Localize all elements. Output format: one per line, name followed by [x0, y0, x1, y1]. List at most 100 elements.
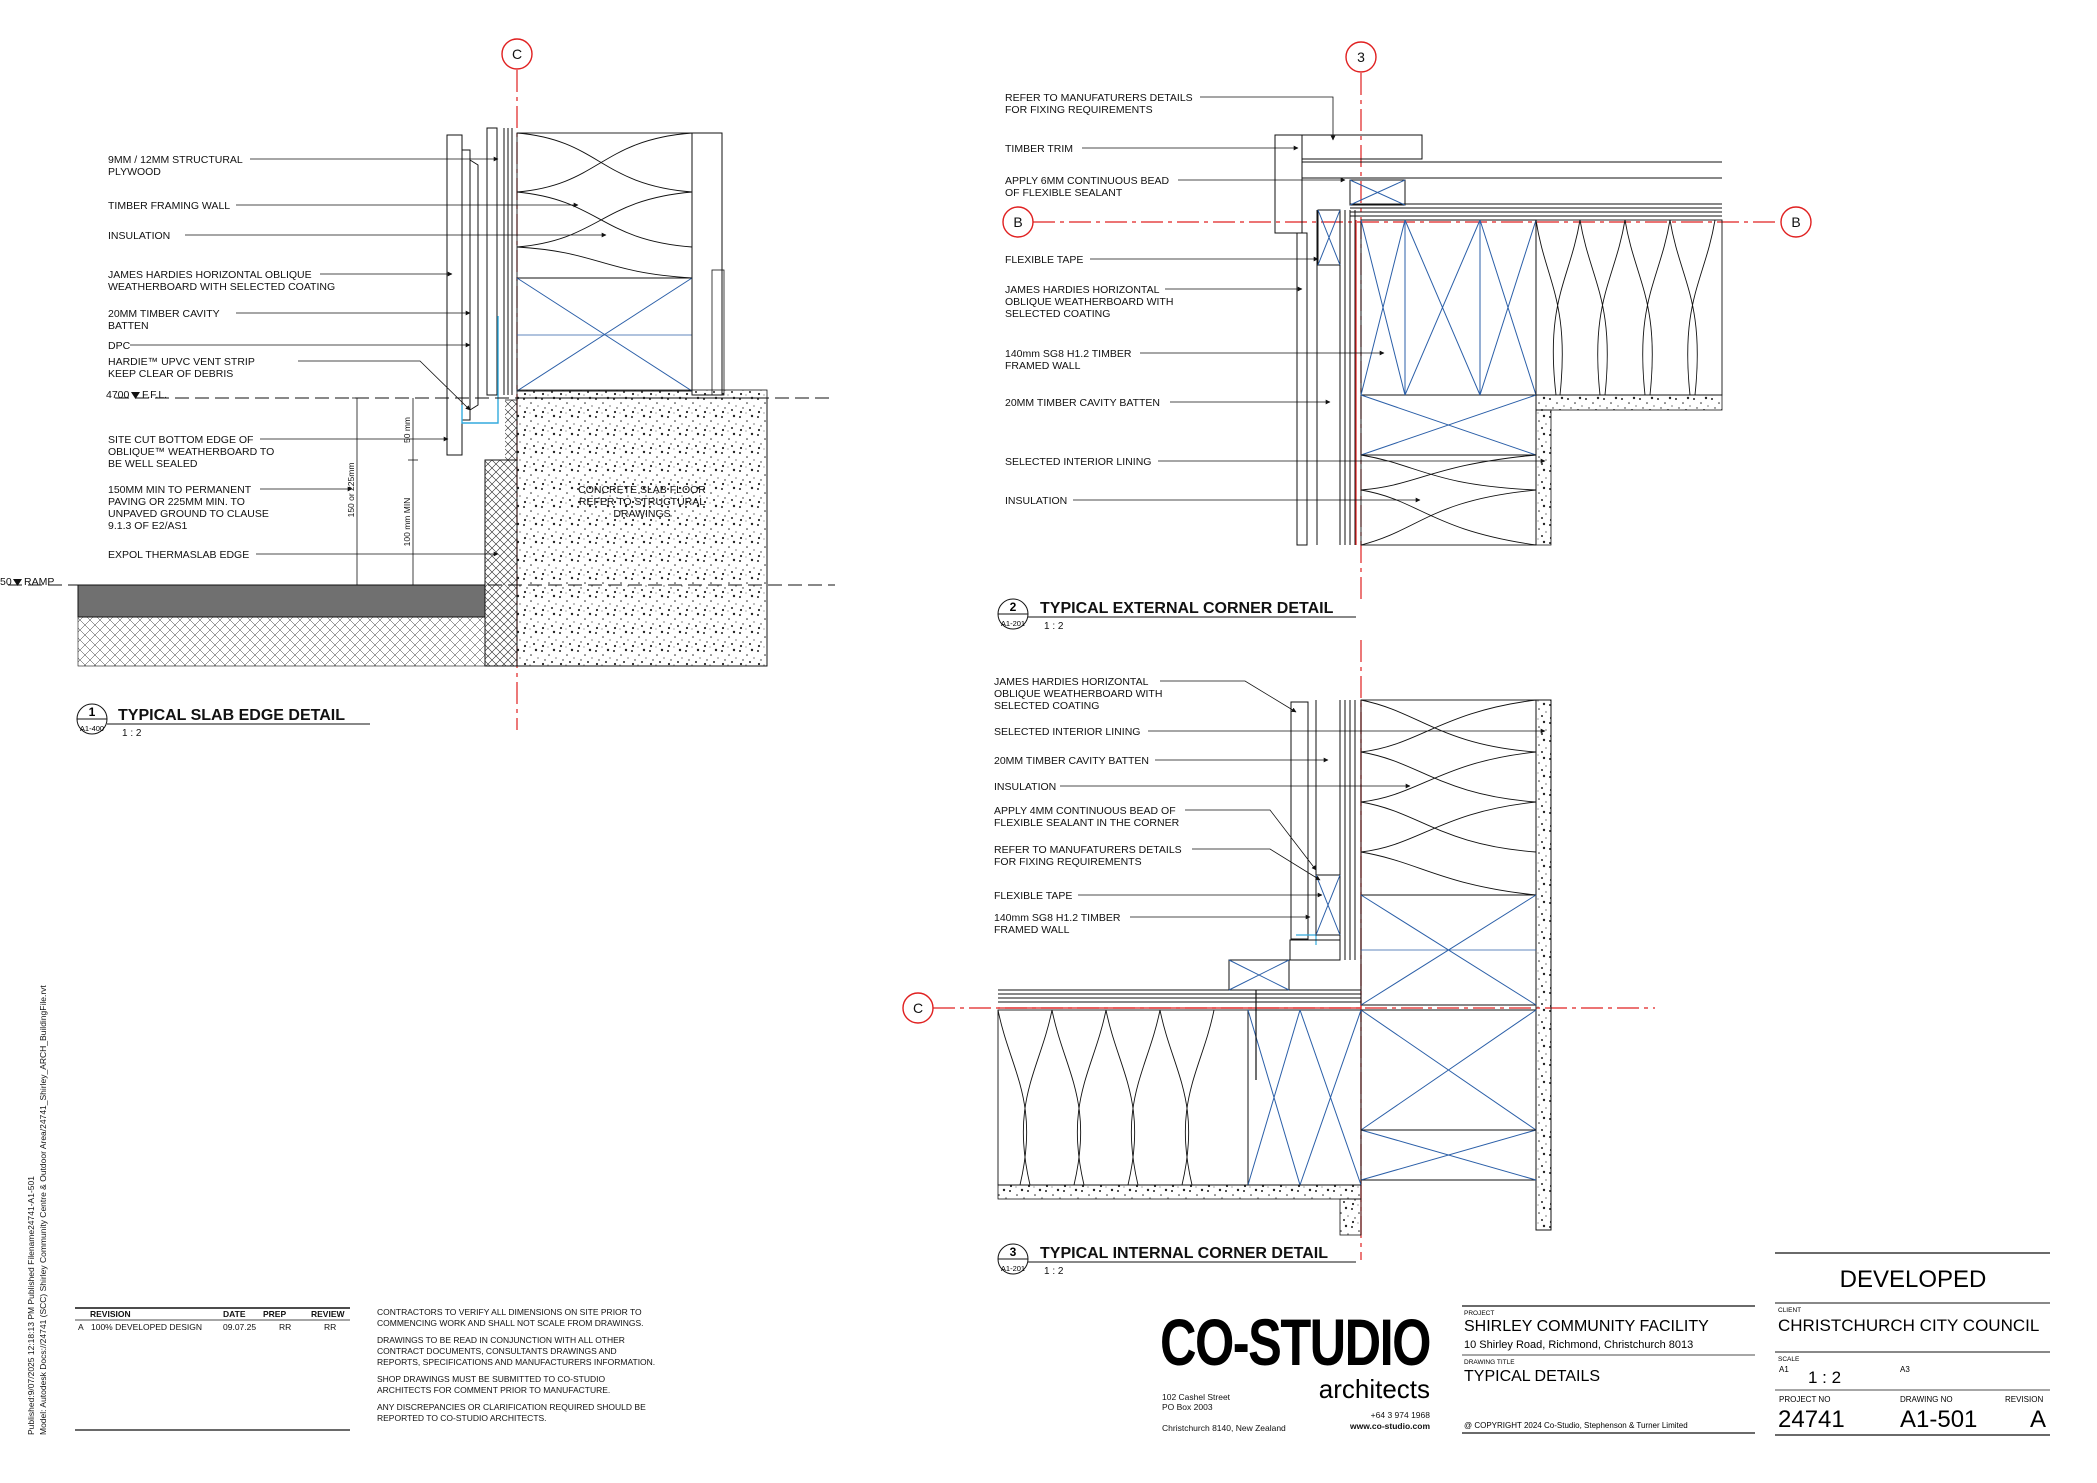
internal-insulation-upper	[1360, 699, 1537, 896]
general-notes: CONTRACTORS TO VERIFY ALL DIMENSIONS ON …	[377, 1307, 655, 1423]
status-developed: DEVELOPED	[1840, 1266, 1987, 1293]
detail2-sheet-ref: A1-201	[1001, 619, 1025, 628]
scale-label: SCALE	[1778, 1356, 1800, 1363]
detail-internal-corner: C	[902, 640, 1655, 1277]
label-refer-manufacturers-1: REFER TO MANUFATURERS DETAILS	[1005, 92, 1193, 104]
note-line: CONTRACT DOCUMENTS, CONSULTANTS DRAWINGS…	[377, 1346, 617, 1356]
title-block: Published:9/07/2025 12:18:13 PM Publishe…	[26, 985, 2050, 1436]
project-no-label: PROJECT NO	[1779, 1395, 1830, 1404]
slab-note-2: REFER TO STRUCTURAL	[579, 496, 705, 508]
detail1-title: 1 A1-400 TYPICAL SLAB EDGE DETAIL 1 : 2	[76, 703, 370, 739]
rev-header-revision: REVISION	[90, 1309, 131, 1319]
label-refer-manufacturers-2: FOR FIXING REQUIREMENTS	[1005, 104, 1153, 116]
label-batten-1: 20MM TIMBER CAVITY	[108, 308, 220, 320]
firm-web: www.co-studio.com	[1349, 1421, 1430, 1431]
label-weatherboard-2: WEATHERBOARD WITH SELECTED COATING	[108, 281, 335, 293]
label-plywood-1: 9MM / 12MM STRUCTURAL	[108, 154, 243, 166]
dim-150: 150 or 225mm	[346, 463, 356, 518]
label-sitecut-2: OBLIQUE™ WEATHERBOARD TO	[108, 446, 274, 458]
label-timber-framing: TIMBER FRAMING WALL	[108, 200, 230, 212]
revision-letter: A	[2030, 1406, 2046, 1433]
label-sealant-1: APPLY 4MM CONTINUOUS BEAD OF	[994, 805, 1176, 817]
detail1-number: 1	[89, 705, 96, 719]
grid-ref-c-lower: C	[913, 1000, 923, 1016]
firm-address-2: PO Box 2003	[1162, 1402, 1213, 1412]
label-sealant-2: FLEXIBLE SEALANT IN THE CORNER	[994, 817, 1180, 829]
published-line-1: Published:9/07/2025 12:18:13 PM Publishe…	[26, 1176, 36, 1435]
rev-header-date: DATE	[223, 1309, 246, 1319]
revision-table: REVISION DATE PREP REVIEW A 100% DEVELOP…	[75, 1307, 350, 1431]
grid-bubble-b-left	[1002, 206, 1034, 238]
label-cavity-batten: 20MM TIMBER CAVITY BATTEN	[994, 755, 1149, 767]
label-weatherboard-1: JAMES HARDIES HORIZONTAL OBLIQUE	[108, 269, 312, 281]
timber-trim	[1301, 134, 1423, 160]
note-line: REPORTS, SPECIFICATIONS AND MANUFACTURER…	[377, 1357, 655, 1367]
label-sitecut-3: BE WELL SEALED	[108, 458, 198, 470]
detail2-labels: REFER TO MANUFATURERS DETAILS FOR FIXING…	[1005, 92, 1546, 507]
scale-size: A1	[1779, 1365, 1789, 1374]
concrete-slab	[516, 397, 768, 667]
client-name: CHRISTCHURCH CITY COUNCIL	[1778, 1316, 2039, 1335]
slab-note-3: DRAWINGS	[613, 508, 670, 520]
ramp-level: 50	[0, 576, 12, 588]
note-line: ANY DISCREPANCIES OR CLARIFICATION REQUI…	[377, 1402, 646, 1412]
grid-bubble-c-lower	[902, 992, 934, 1024]
label-framed-wall-1: 140mm SG8 H1.2 TIMBER	[994, 912, 1121, 924]
detail-external-corner: 3 B B	[997, 41, 1812, 632]
drawing-status: DEVELOPED CLIENT CHRISTCHURCH CITY COUNC…	[1775, 1252, 2050, 1436]
label-framed-wall-1: 140mm SG8 H1.2 TIMBER	[1005, 348, 1132, 360]
label-weatherboard-2: OBLIQUE WEATHERBOARD WITH	[994, 688, 1162, 700]
note-line: REPORTED TO CO-STUDIO ARCHITECTS.	[377, 1413, 547, 1423]
weatherboard	[446, 127, 498, 456]
external-framing	[1360, 219, 1537, 456]
label-insulation: INSULATION	[1005, 495, 1067, 507]
detail1-sheet-ref: A1-400	[80, 724, 104, 733]
published-line-2: Model: Autodesk Docs://24741 (SCC) Shirl…	[38, 985, 48, 1435]
rev-header-review: REVIEW	[311, 1309, 346, 1319]
dim-100: 100 mm MIN	[402, 498, 412, 547]
label-150min-2: PAVING OR 225MM MIN. TO	[108, 496, 245, 508]
ffl-label: F.F.L.	[142, 389, 167, 401]
grid-bubble-3	[1345, 41, 1377, 73]
firm-address-1: 102 Cashel Street	[1162, 1392, 1231, 1402]
detail3-title: 3 A1-201 TYPICAL INTERNAL CORNER DETAIL …	[997, 1243, 1356, 1277]
label-sitecut-1: SITE CUT BOTTOM EDGE OF	[108, 434, 253, 446]
label-dpc: DPC	[108, 340, 131, 352]
label-cavity-batten: 20MM TIMBER CAVITY BATTEN	[1005, 397, 1160, 409]
logo-architects: architects	[1319, 1374, 1430, 1404]
grid-ref-b-left: B	[1013, 214, 1022, 230]
internal-framing	[1360, 894, 1537, 1181]
grid-ref-c: C	[512, 46, 522, 62]
detail2-title: 2 A1-201 TYPICAL EXTERNAL CORNER DETAIL …	[997, 598, 1356, 632]
label-weatherboard-3: SELECTED COATING	[994, 700, 1099, 712]
label-sealant-2: OF FLEXIBLE SEALANT	[1005, 187, 1123, 199]
label-flexible-tape: FLEXIBLE TAPE	[994, 890, 1072, 902]
rev-row-description: 100% DEVELOPED DESIGN	[91, 1322, 202, 1332]
label-insulation: INSULATION	[994, 781, 1056, 793]
label-weatherboard-2: OBLIQUE WEATHERBOARD WITH	[1005, 296, 1173, 308]
label-interior-lining: SELECTED INTERIOR LINING	[994, 726, 1140, 738]
label-framed-wall-2: FRAMED WALL	[994, 924, 1070, 936]
timber-framing	[516, 277, 693, 392]
label-batten-2: BATTEN	[108, 320, 149, 332]
label-refer-manufacturers-2: FOR FIXING REQUIREMENTS	[994, 856, 1142, 868]
project-info: PROJECT SHIRLEY COMMUNITY FACILITY 10 Sh…	[1462, 1305, 1755, 1434]
drawing-no: A1-501	[1900, 1406, 1977, 1433]
label-plywood-2: PLYWOOD	[108, 166, 161, 178]
vent-strip	[461, 395, 499, 424]
detail3-labels: JAMES HARDIES HORIZONTAL OBLIQUE WEATHER…	[994, 676, 1546, 936]
label-insulation: INSULATION	[108, 230, 170, 242]
label-150min-3: UNPAVED GROUND TO CLAUSE	[108, 508, 269, 520]
note-line: CONTRACTORS TO VERIFY ALL DIMENSIONS ON …	[377, 1307, 642, 1317]
copyright: @ COPYRIGHT 2024 Co-Studio, Stephenson &…	[1464, 1421, 1688, 1430]
paving	[77, 584, 486, 618]
firm-phone: +64 3 974 1968	[1371, 1410, 1431, 1420]
label-vent-2: KEEP CLEAR OF DEBRIS	[108, 368, 233, 380]
ramp-label: RAMP	[24, 576, 54, 588]
detail1-title-text: TYPICAL SLAB EDGE DETAIL	[118, 707, 345, 724]
grid-bubble-c	[501, 38, 533, 70]
project-name: SHIRLEY COMMUNITY FACILITY	[1464, 1318, 1709, 1335]
project-no: 24741	[1778, 1406, 1845, 1433]
internal-wall-layers	[1290, 699, 1552, 1231]
